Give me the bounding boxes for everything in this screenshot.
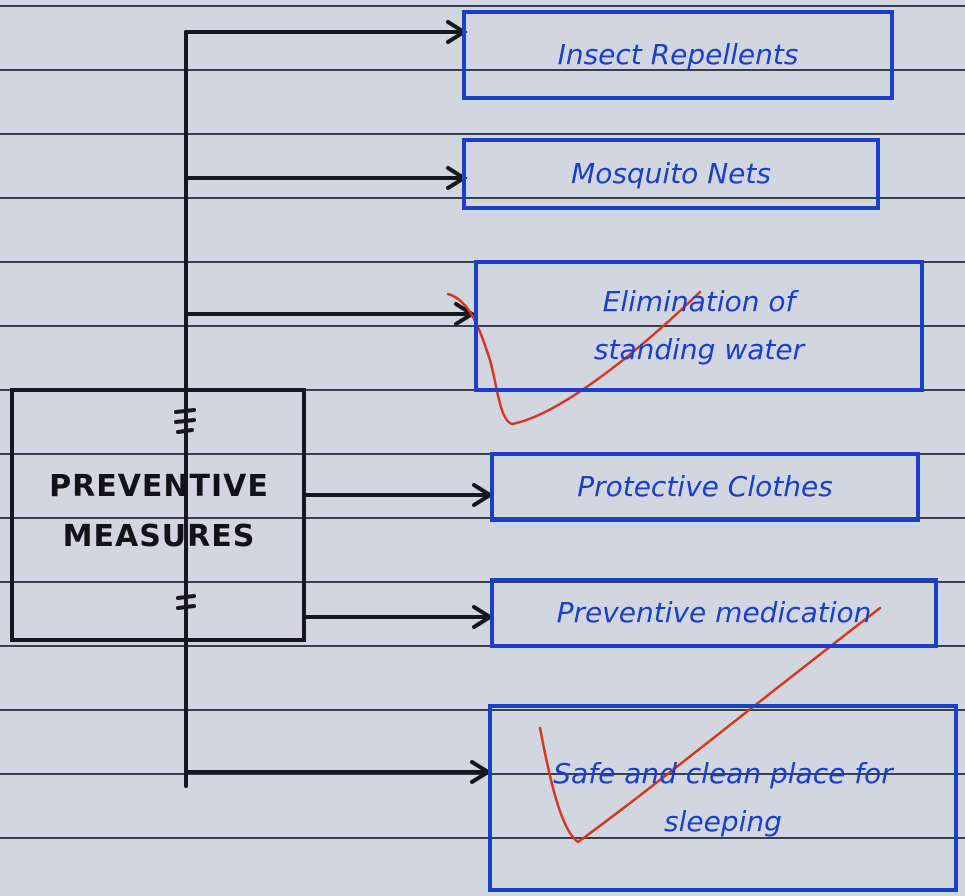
insect-repellents-box: Insect Repellents (462, 10, 894, 100)
preventive-medication-label: Preventive medication (556, 596, 872, 629)
insect-repellents-label: Insect Repellents (557, 38, 799, 71)
protective-clothes-label: Protective Clothes (577, 470, 833, 503)
safe-sleeping-place-label: Safe and clean place for sleeping (553, 757, 893, 838)
preventive-measures-label: PREVENTIVE MEASURES (49, 469, 269, 554)
preventive-medication-box: Preventive medication (490, 578, 938, 648)
elimination-standing-water-box: Elimination of standing water (474, 260, 924, 392)
preventive-measures-box (10, 388, 306, 642)
elimination-standing-water-label: Elimination of standing water (593, 285, 805, 366)
safe-sleeping-place-box: Safe and clean place for sleeping (488, 704, 958, 892)
checkmark-safe-sleeping (538, 606, 882, 844)
protective-clothes-box: Protective Clothes (490, 452, 920, 522)
mosquito-nets-box: Mosquito Nets (462, 138, 880, 210)
mosquito-nets-label: Mosquito Nets (571, 157, 771, 190)
